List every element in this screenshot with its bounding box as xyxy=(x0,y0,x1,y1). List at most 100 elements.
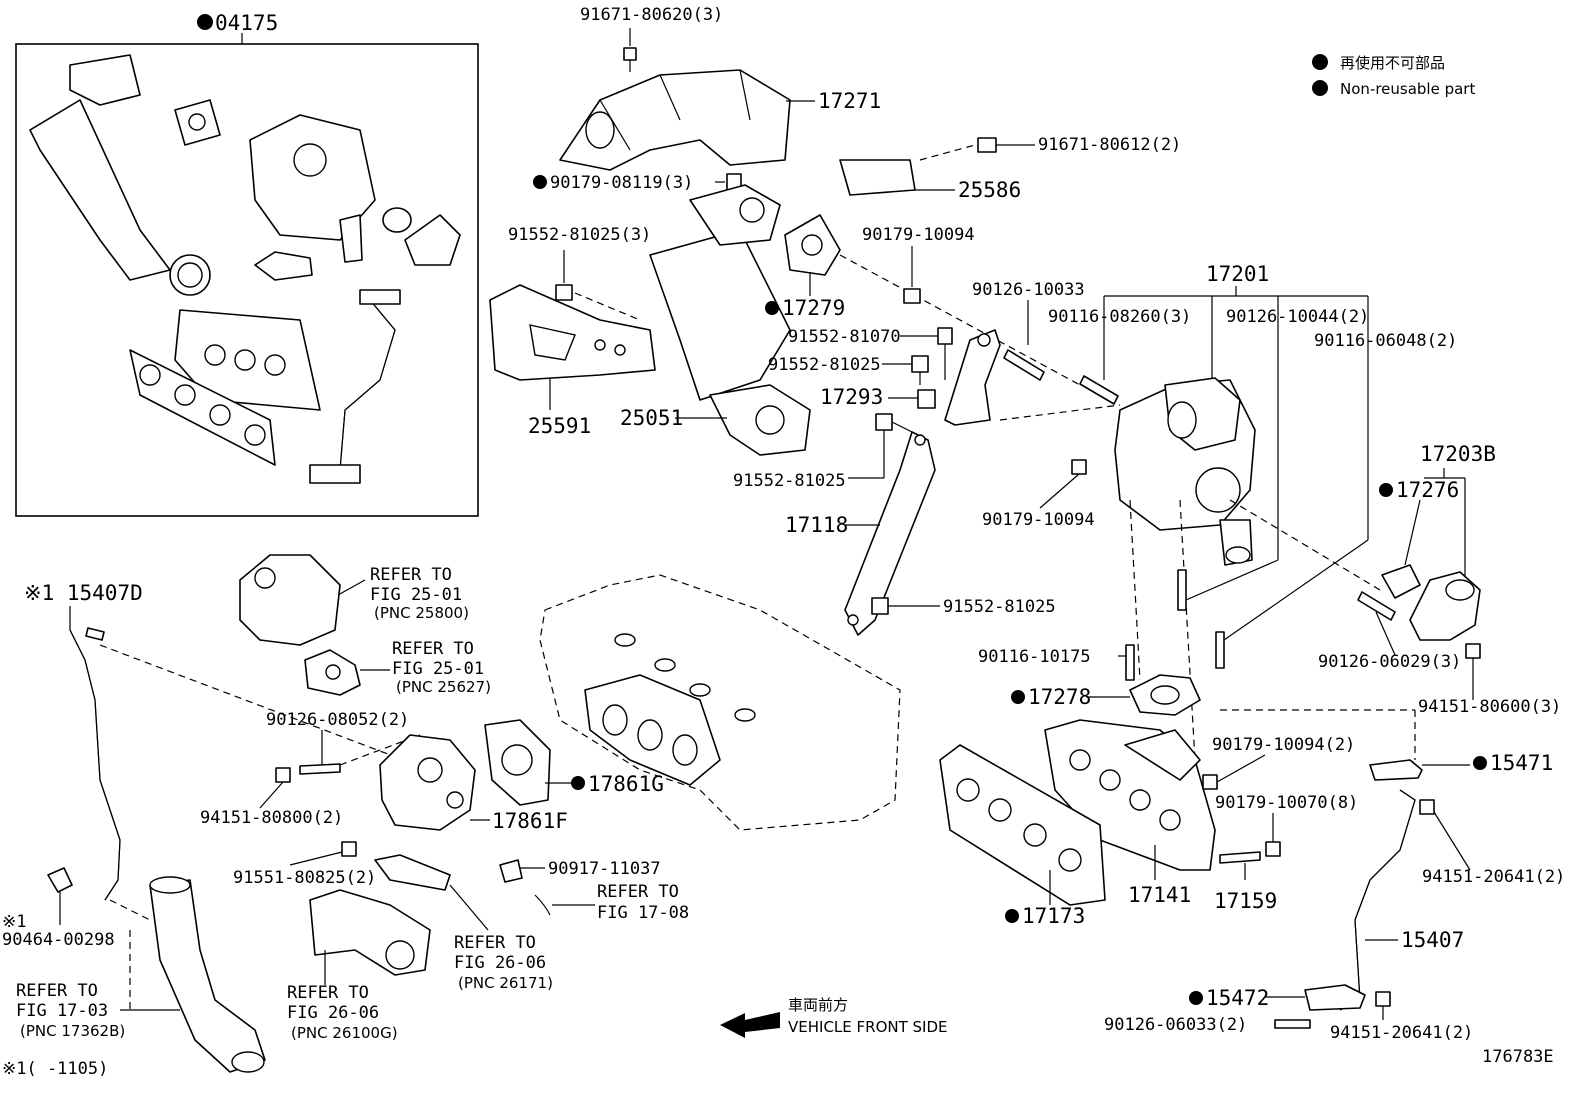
ref-26171-line1: REFER TO xyxy=(454,933,536,953)
callout-94151-20641-b: 94151-20641(2) xyxy=(1330,1023,1473,1043)
callout-90126-06033: 90126-06033(2) xyxy=(1104,1015,1247,1035)
hose-15407D: ※1 15407D ※1 90464-00298 REFER TO FIG 17… xyxy=(2,581,266,1073)
callout-90126-08052: 90126-08052(2) xyxy=(266,710,409,730)
callout-15407D: ※1 15407D xyxy=(24,581,143,605)
ref-26171-line3: (PNC 26171) xyxy=(458,974,553,992)
callout-90464-00298: 90464-00298 xyxy=(2,930,115,950)
callout-17141: 17141 xyxy=(1128,883,1191,907)
non-reusable-dot-icon xyxy=(1312,80,1328,96)
ref-25800-line2: FIG 25-01 xyxy=(370,585,462,605)
catalytic-converter-25051: 25051 xyxy=(620,184,811,456)
water-housing-refs: REFER TO FIG 26-06 (PNC 26171) REFER TO … xyxy=(287,854,553,1042)
callout-17861F: 17861F xyxy=(492,809,568,833)
callout-15407: 15407 xyxy=(1401,928,1464,952)
callout-91552-81025-b: 91552-81025 xyxy=(733,471,846,491)
callout-90126-10033: 90126-10033 xyxy=(972,280,1085,300)
ref-25627-line2: FIG 25-01 xyxy=(392,659,484,679)
callout-17293: 17293 xyxy=(820,385,883,409)
ref-17362B-line3: (PNC 17362B) xyxy=(20,1022,125,1040)
callout-91552-81025-a: 91552-81025 xyxy=(768,355,881,375)
bolt-91671-80620 xyxy=(623,47,637,61)
stay-17118: 17118 91552-81025 xyxy=(785,431,1056,636)
callout-90126-10044: 90126-10044(2) xyxy=(1226,307,1369,327)
callout-91671-80612: 91671-80612(2) xyxy=(1038,135,1181,155)
callout-17278: 17278 xyxy=(1028,685,1091,709)
nut-90179-10094-mid: 90179-10094 xyxy=(982,459,1095,530)
ref-17362B-line2: FIG 17-03 xyxy=(16,1001,108,1021)
ref-25800-line1: REFER TO xyxy=(370,565,452,585)
bracket-17293: 91552-81070 91552-81025 17293 xyxy=(768,327,1121,426)
callout-17276: 17276 xyxy=(1396,478,1459,502)
kit-exhaust-pipe xyxy=(29,99,171,281)
legend-non-reusable-en: Non-reusable part xyxy=(1340,80,1475,98)
footnote: ※1( -1105) xyxy=(2,1059,108,1079)
callout-91671-80620: 91671-80620(3) xyxy=(580,5,723,25)
kit-label: 04175 xyxy=(215,11,278,35)
callout-25586: 25586 xyxy=(958,178,1021,202)
ref-17362B-line1: REFER TO xyxy=(16,981,98,1001)
callout-17159: 17159 xyxy=(1214,889,1277,913)
callout-17118: 17118 xyxy=(785,513,848,537)
callout-90179-10070: 90179-10070(8) xyxy=(1215,793,1358,813)
direction-jp: 車両前方 xyxy=(788,996,848,1014)
callout-94151-20641-a: 94151-20641(2) xyxy=(1422,867,1565,887)
nut-90179-10094-top: 90179-10094 xyxy=(862,225,975,304)
bracket-25591: 25591 91552-81025(3) xyxy=(489,225,656,438)
ref-25800-line3: (PNC 25800) xyxy=(374,604,469,622)
callout-90116-10175: 90116-10175 xyxy=(978,647,1091,667)
callout-90116-06048: 90116-06048(2) xyxy=(1314,331,1457,351)
gasket-17278: 17278 xyxy=(1011,674,1201,716)
ref-1708-line1: REFER TO xyxy=(597,882,679,902)
kit-04175: 04175 xyxy=(15,11,479,517)
callout-90464-prefix: ※1 xyxy=(2,912,26,932)
non-reusable-dot-icon xyxy=(197,14,213,30)
callout-17173: 17173 xyxy=(1022,904,1085,928)
bolt-91552-81025-b: 91552-81025 xyxy=(733,413,913,491)
callout-90917-11037: 90917-11037 xyxy=(548,859,661,879)
vehicle-front-arrow-icon xyxy=(720,1012,780,1038)
ref-25627-line3: (PNC 25627) xyxy=(396,678,491,696)
callout-94151-80800: 94151-80800(2) xyxy=(200,808,343,828)
callout-15471: 15471 xyxy=(1490,751,1553,775)
direction-en: VEHICLE FRONT SIDE xyxy=(788,1018,948,1036)
vehicle-front-direction: 車両前方 VEHICLE FRONT SIDE xyxy=(720,996,948,1038)
ref-1708-line2: FIG 17-08 xyxy=(597,903,689,923)
exhaust-manifold-17141: 17141 17173 xyxy=(939,719,1216,928)
callout-25051: 25051 xyxy=(620,406,683,430)
callout-91552-81025-3: 91552-81025(3) xyxy=(508,225,651,245)
heat-insulator-17271: 17271 91671-80620(3) xyxy=(559,5,881,171)
callout-17271: 17271 xyxy=(818,89,881,113)
cylinder-head xyxy=(539,574,901,831)
turbocharger-17201: 17201 90126-10033 90116-08260(3) 90126-1… xyxy=(972,262,1457,761)
vacuum-pump-ref: REFER TO FIG 25-01 (PNC 25800) REFER TO … xyxy=(239,554,491,696)
intake-pipe xyxy=(149,879,266,1073)
callout-15472: 15472 xyxy=(1206,986,1269,1010)
nut-90179-08119: 90179-08119(3) xyxy=(533,173,742,193)
fasteners-manifold: 90179-10094(2) 90179-10070(8) 17159 xyxy=(1202,735,1358,913)
non-reusable-dot-icon xyxy=(1312,54,1328,70)
callout-17203B: 17203B xyxy=(1420,442,1496,466)
callout-90126-06029: 90126-06029(3) xyxy=(1318,652,1461,672)
callout-17201: 17201 xyxy=(1206,262,1269,286)
callout-90179-10094-2: 90179-10094(2) xyxy=(1212,735,1355,755)
insulator-25586: 25586 91671-80612(2) xyxy=(839,135,1181,202)
callout-90116-08260: 90116-08260(3) xyxy=(1048,307,1191,327)
kit-box xyxy=(15,43,479,517)
callout-91552-81070: 91552-81070 xyxy=(788,327,901,347)
ref-26100G-line1: REFER TO xyxy=(287,983,369,1003)
ref-26100G-line3: (PNC 26100G) xyxy=(291,1024,398,1042)
callout-17861G: 17861G xyxy=(588,772,664,796)
elbow-17203B: 17203B 17276 90126-06029(3) 94151-80600(… xyxy=(1318,442,1561,717)
callout-90179-10094-mid: 90179-10094 xyxy=(982,510,1095,530)
gasket-17279: 17279 xyxy=(765,214,1081,386)
stud-90116-10175: 90116-10175 xyxy=(978,539,1369,681)
callout-94151-80600: 94151-80600(3) xyxy=(1418,697,1561,717)
adaptor-17861F: 90126-08052(2) 94151-80800(2) 17861F 178… xyxy=(99,644,689,923)
callout-90179-10094-top: 90179-10094 xyxy=(862,225,975,245)
callout-91552-81025-c: 91552-81025 xyxy=(943,597,1056,617)
callout-91551-80825: 91551-80825(2) xyxy=(233,868,376,888)
ref-26171-line2: FIG 26-06 xyxy=(454,953,546,973)
legend-non-reusable-jp: 再使用不可部品 xyxy=(1340,54,1445,72)
ref-26100G-line2: FIG 26-06 xyxy=(287,1003,379,1023)
callout-25591: 25591 xyxy=(528,414,591,438)
